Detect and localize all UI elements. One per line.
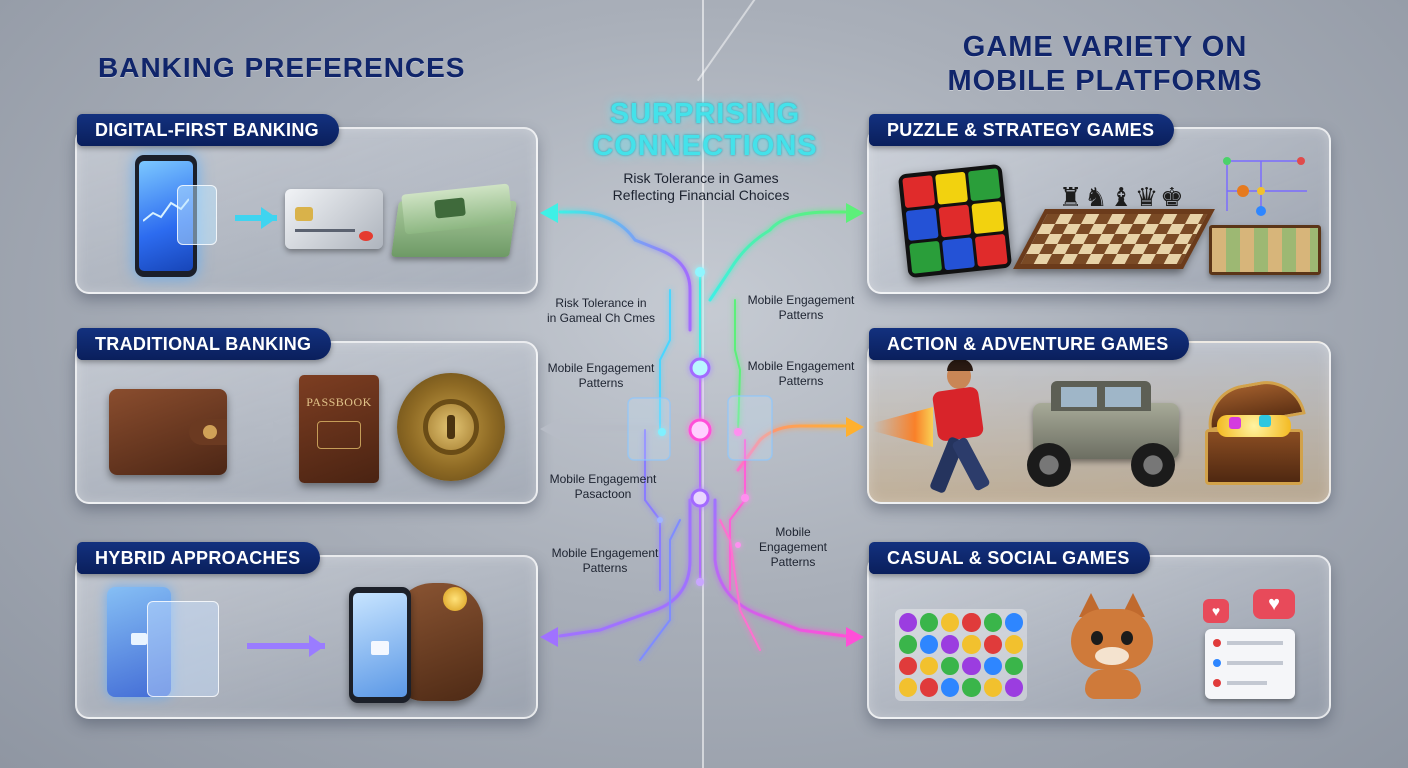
- center-title-line2: CONNECTIONS: [592, 130, 818, 162]
- panel-digital-first-banking: [75, 127, 538, 294]
- heart-bubble-icon: ♥: [1203, 599, 1229, 623]
- tab-traditional-banking: TRADITIONAL BANKING: [77, 328, 332, 360]
- arrowhead-to-puzzle: [846, 203, 864, 223]
- center-label-7: Mobile Engagement Patterns: [758, 525, 828, 569]
- tab-hybrid-approaches: HYBRID APPROACHES: [77, 542, 321, 574]
- treasure-chest-icon: [1199, 374, 1309, 487]
- surprising-connections-title: SURPRISING CONNECTIONS: [560, 98, 850, 162]
- node-center: [688, 418, 712, 442]
- holographic-screen-icon: [147, 601, 219, 697]
- center-title-line1: SURPRISING: [609, 98, 801, 130]
- flow-arrow: [247, 635, 325, 657]
- cash-stack-icon: [391, 179, 517, 263]
- tab-digital-first-banking: DIGITAL-FIRST BANKING: [77, 114, 339, 146]
- phone-with-lock-icon: [349, 587, 411, 703]
- center-subtitle-line1: Risk Tolerance in Games: [623, 170, 779, 186]
- arrowhead-to-action: [846, 417, 864, 437]
- link-to-hybrid: [558, 498, 692, 638]
- center-label-1: Risk Tolerance in in Gameal Ch Cmes: [546, 296, 656, 325]
- center-subtitle-line2: Reflecting Financial Choices: [612, 187, 790, 203]
- lock-icon: [371, 641, 389, 655]
- node-lower: [690, 488, 710, 508]
- arrowhead-to-hybrid: [540, 627, 558, 647]
- chess-board-icon: [1013, 209, 1215, 269]
- social-chat-card-icon: [1205, 629, 1295, 699]
- link-to-puzzle: [708, 210, 847, 302]
- cartoon-cat-icon: [1065, 589, 1161, 701]
- center-label-4: Mobile Engagement Patterns: [747, 359, 855, 388]
- circuit-box-right: [727, 395, 773, 461]
- center-label-6: Mobile Engagement Patterns: [551, 546, 659, 575]
- smartphone-icon: [135, 155, 197, 277]
- center-label-5: Mobile Engagement Pasactoon: [549, 472, 657, 501]
- panel-traditional-banking: PASSBOOK: [75, 341, 538, 504]
- strategy-map-icon: [1223, 157, 1307, 216]
- arrowhead-to-traditional: [540, 418, 560, 440]
- tab-puzzle-strategy-games: PUZZLE & STRATEGY GAMES: [869, 114, 1175, 146]
- chess-pieces-icon: ♜♞♝♛♚: [1059, 182, 1186, 212]
- arrowhead-to-digital: [540, 203, 558, 223]
- vault-door-icon: [397, 373, 505, 481]
- center-divider: [702, 0, 704, 768]
- lock-icon: [131, 633, 147, 645]
- holographic-card-icon: [177, 185, 217, 245]
- center-label-3: Mobile Engagement Patterns: [547, 361, 655, 390]
- passbook-label: PASSBOOK: [306, 395, 372, 409]
- strategy-board-game-icon: [1209, 225, 1321, 275]
- credit-card-icon: [285, 189, 383, 249]
- circuit-box-left: [627, 397, 671, 461]
- rubiks-cube-icon: [897, 163, 1013, 279]
- center-subtitle: Risk Tolerance in Games Reflecting Finan…: [560, 170, 842, 204]
- game-variety-title-line2: MOBILE PLATFORMS: [947, 65, 1263, 97]
- heart-bubble-icon-large: ♥: [1253, 589, 1295, 619]
- panel-hybrid-approaches: [75, 555, 538, 719]
- flow-arrow: [247, 421, 289, 443]
- wallet-icon: [109, 389, 227, 475]
- panel-action-adventure-games: [867, 341, 1331, 504]
- arrowhead-to-casual: [846, 627, 864, 647]
- coins-icon: [443, 587, 467, 611]
- holographic-phone-icon: [107, 587, 171, 697]
- node-upper: [689, 357, 711, 379]
- match-three-candy-grid-icon: [895, 609, 1027, 701]
- running-hero-icon: [917, 359, 999, 495]
- link-to-action: [736, 424, 847, 472]
- game-variety-title: GAME VARIETY ON MOBILE PLATFORMS: [930, 30, 1280, 98]
- link-to-casual: [713, 498, 847, 638]
- panel-puzzle-strategy-games: ♜♞♝♛♚: [867, 127, 1331, 294]
- off-road-jeep-icon: [1021, 373, 1187, 491]
- node-top: [695, 267, 705, 277]
- center-label-2: Mobile Engagement Patterns: [747, 293, 855, 322]
- game-variety-title-line1: GAME VARIETY ON: [962, 31, 1248, 63]
- panel-casual-social-games: ♥ ♥: [867, 555, 1331, 719]
- banking-preferences-title: BANKING PREFERENCES: [98, 52, 466, 83]
- flow-arrow: [235, 207, 277, 229]
- tab-action-adventure-games: ACTION & ADVENTURE GAMES: [869, 328, 1189, 360]
- tab-casual-social-games: CASUAL & SOCIAL GAMES: [869, 542, 1150, 574]
- passbook-icon: PASSBOOK: [299, 375, 379, 483]
- link-to-digital-first: [558, 210, 692, 332]
